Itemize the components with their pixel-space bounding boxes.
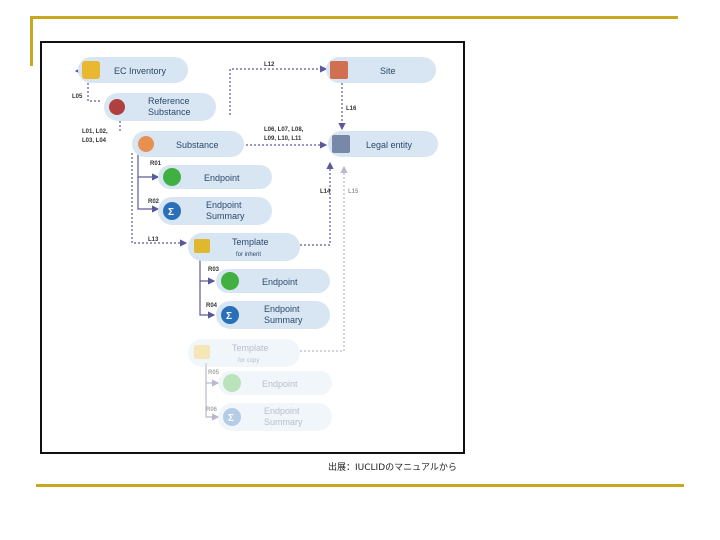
- link-l06-b: L09, L10, L11: [264, 136, 302, 142]
- link-l01-b: L03, L04: [82, 138, 107, 144]
- node-reference-substance: Reference Substance: [104, 93, 216, 121]
- endpoint-summary-3-label-a: Endpoint: [264, 406, 300, 416]
- link-l13: L13: [148, 237, 159, 243]
- link-l12: L12: [264, 62, 275, 68]
- node-endpoint-summary-2: Σ Endpoint Summary: [216, 301, 330, 329]
- endpoint-1-label: Endpoint: [204, 173, 240, 183]
- sigma-icon: [223, 408, 241, 426]
- reference-substance-label-1: Reference: [148, 96, 190, 106]
- link-r01: R01: [150, 161, 162, 167]
- svg-text:Σ: Σ: [228, 413, 234, 424]
- source-caption: 出展：IUCLIDのマニュアルから: [328, 463, 457, 473]
- top-rule: [30, 16, 678, 19]
- endpoint-3-label: Endpoint: [262, 379, 298, 389]
- svg-text:Σ: Σ: [168, 207, 174, 218]
- building-icon: [332, 135, 350, 153]
- node-site: Site: [326, 57, 436, 83]
- link-l16: L16: [346, 106, 357, 112]
- link-l14: L14: [320, 189, 331, 195]
- endpoint-icon: [163, 168, 181, 186]
- molecule-icon: [109, 99, 125, 115]
- sigma-icon: [163, 202, 181, 220]
- link-r04: R04: [206, 303, 218, 309]
- link-r06: R06: [206, 407, 218, 413]
- endpoint-summary-3-label-b: Summary: [264, 417, 303, 427]
- left-rule: [30, 16, 33, 66]
- connectors-faded: [205, 165, 348, 421]
- node-endpoint-summary-1: Σ Endpoint Summary: [158, 197, 272, 225]
- link-l15: L15: [348, 189, 359, 195]
- iuclid-diagram: EC Inventory Reference Substance Site Su…: [72, 57, 438, 431]
- node-substance: Substance: [132, 131, 244, 157]
- link-l05: L05: [72, 94, 83, 100]
- link-r05: R05: [208, 370, 220, 376]
- node-ec-inventory: EC Inventory: [78, 57, 188, 83]
- node-template-inherit: Template for inherit: [188, 233, 300, 261]
- link-labels: L05 L01, L02, L03, L04 L12 L16 L06, L07,…: [72, 62, 359, 413]
- sigma-icon: [221, 306, 239, 324]
- node-legal-entity: Legal entity: [328, 131, 438, 157]
- svg-text:Σ: Σ: [226, 311, 232, 322]
- endpoint-summary-2-label-a: Endpoint: [264, 304, 300, 314]
- link-l01-a: L01, L02,: [82, 129, 108, 135]
- factory-icon: [330, 61, 348, 79]
- link-r03: R03: [208, 267, 220, 273]
- substance-label: Substance: [176, 140, 219, 150]
- endpoint-summary-1-label-a: Endpoint: [206, 200, 242, 210]
- template-copy-sub: for copy: [238, 358, 259, 364]
- ec-inventory-label: EC Inventory: [114, 66, 167, 76]
- node-endpoint-summary-3: Σ Endpoint Summary: [218, 403, 332, 431]
- flask-icon: [138, 136, 154, 152]
- node-template-copy: Template for copy: [188, 339, 300, 367]
- link-r02: R02: [148, 199, 160, 205]
- template-copy-label: Template: [232, 343, 269, 353]
- diagram-frame: EC Inventory Reference Substance Site Su…: [40, 41, 465, 454]
- bottom-rule: [36, 484, 684, 487]
- inventory-icon: [82, 61, 100, 79]
- node-endpoint-1: Endpoint: [158, 165, 272, 189]
- endpoint-icon: [223, 374, 241, 392]
- endpoint-summary-1-label-b: Summary: [206, 211, 245, 221]
- site-label: Site: [380, 66, 396, 76]
- connectors: [74, 65, 346, 319]
- template-icon: [194, 239, 210, 253]
- endpoint-2-label: Endpoint: [262, 277, 298, 287]
- node-endpoint-3: Endpoint: [218, 371, 332, 395]
- endpoint-summary-2-label-b: Summary: [264, 315, 303, 325]
- reference-substance-label-2: Substance: [148, 107, 191, 117]
- template-inherit-sub: for inherit: [236, 252, 261, 258]
- template-inherit-label: Template: [232, 237, 269, 247]
- link-l06-a: L06, L07, L08,: [264, 127, 304, 133]
- template-icon: [194, 345, 210, 359]
- legal-entity-label: Legal entity: [366, 140, 413, 150]
- endpoint-icon: [221, 272, 239, 290]
- node-endpoint-2: Endpoint: [216, 269, 330, 293]
